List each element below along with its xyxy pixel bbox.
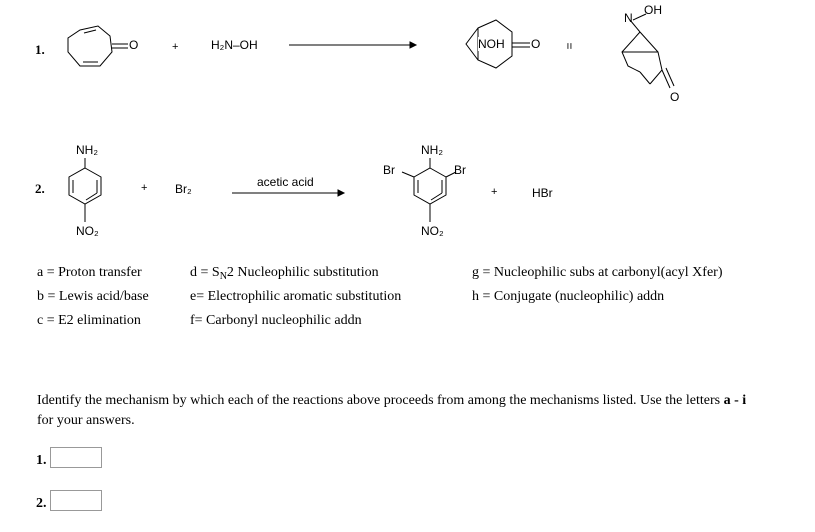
dibromo-nitroaniline-structure [401,158,457,222]
product-br-left: Br [383,163,395,177]
mechanism-d-suffix: 2 Nucleophilic substitution [226,265,379,280]
mechanism-c: c = E2 elimination [37,313,141,328]
cycloheptadienone-structure [67,25,128,67]
nh2-label: NH₂ [76,143,98,157]
answer-1-label: 1. [36,453,47,468]
intermediate-carbonyl-o: O [531,37,541,51]
reaction2-plus-2: + [491,186,498,198]
instructions-tail: for your answers. [37,413,135,428]
mechanism-d: d = SN2 Nucleophilic substitution [190,265,379,282]
product-n-label: N [624,11,633,25]
no2-label: NO₂ [76,224,99,238]
equals-sign: = [562,42,577,50]
bromine-label: Br₂ [175,182,192,196]
mechanism-f: f= Carbonyl nucleophilic addn [190,313,362,328]
hbr-label: HBr [532,186,553,200]
product-nh2-label: NH₂ [421,143,443,157]
nitroaniline-structure [68,158,102,222]
product-ketone-o: O [670,90,680,104]
answer-1-input[interactable] [50,447,102,468]
reaction2-plus: + [141,182,148,194]
reaction1-carbonyl-o: O [129,38,139,52]
reaction1-arrow [289,41,418,49]
acetic-acid-label: acetic acid [257,175,314,189]
mechanism-b: b = Lewis acid/base [37,289,149,304]
product-br-right: Br [454,163,466,177]
answer-2-input[interactable] [50,490,102,511]
instructions-letters: a - i [723,393,747,408]
bicyclic-product-structure [621,13,675,89]
reaction-scheme [67,13,675,222]
product-oh-label: OH [644,3,662,17]
mechanism-a: a = Proton transfer [37,265,142,280]
product-no2-label: NO₂ [421,224,444,238]
instructions: Identify the mechanism by which each of … [37,391,807,431]
reaction2-arrow [232,189,346,197]
reaction1-number: 1. [35,42,45,57]
mechanism-h: h = Conjugate (nucleophilic) addn [472,289,665,304]
instructions-text: Identify the mechanism by which each of … [37,393,721,408]
mechanism-d-subscript: N [219,271,227,282]
hydroxylamine-label: H₂N–OH [211,38,258,52]
mechanism-g: g = Nucleophilic subs at carbonyl(acyl X… [472,265,723,280]
mechanism-d-prefix: d = S [190,265,220,280]
answer-2-label: 2. [36,496,47,511]
mechanism-e: e= Electrophilic aromatic substitution [190,289,402,304]
bridge-noh-label: NOH [478,37,505,51]
reaction1-plus: + [172,41,179,53]
reaction2-number: 2. [35,181,45,196]
